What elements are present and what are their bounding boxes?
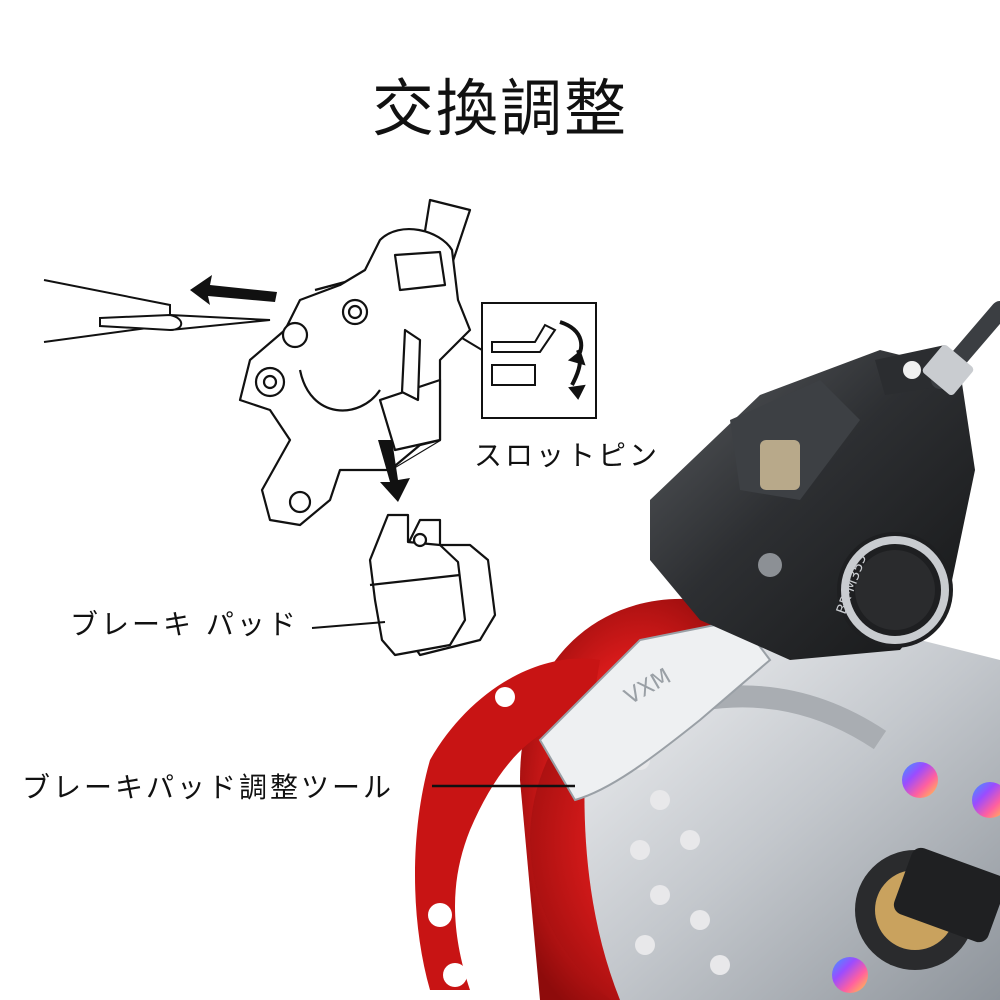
brake-pad-diagram <box>368 513 497 657</box>
page-title: 交換調整 <box>371 72 628 145</box>
arrow-down-icon <box>378 440 410 502</box>
pad-leader-line <box>311 621 386 629</box>
brake-pad-label: ブレーキ パッド <box>70 608 299 641</box>
pad-adjust-tool: VXM <box>538 618 772 802</box>
caliper-photo: BR-M355 <box>650 345 975 660</box>
brake-hose <box>922 301 1000 396</box>
arrow-left-icon <box>190 275 277 305</box>
screwdriver <box>43 279 271 343</box>
slot-pin-inset <box>461 302 597 419</box>
slot-pin-label: スロットピン <box>474 439 661 472</box>
hub-center <box>832 762 1000 993</box>
adjust-tool-label: ブレーキパッド調整ツール <box>22 771 395 804</box>
caliper-diagram <box>238 198 472 527</box>
